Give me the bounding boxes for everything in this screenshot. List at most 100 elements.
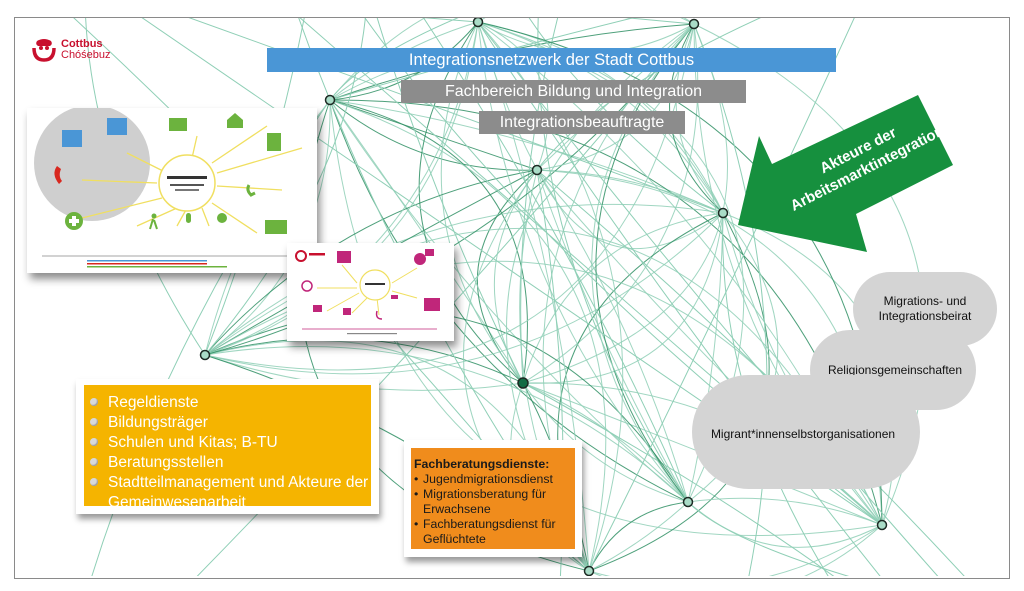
network-edge [329,99,689,503]
network-edge [536,169,724,214]
network-edge [376,18,524,384]
kita-icon [265,220,287,234]
stethoscope-icon [375,310,383,320]
network-node [717,207,729,219]
regeldienste-card: Regeldienste Bildungsträger Schulen und … [76,379,379,514]
network-edge [477,21,939,576]
school-icon [169,118,187,131]
network-edge [329,99,724,214]
network-edge [520,18,559,384]
network-edge [329,18,459,101]
document-thumbnail-integration[interactable] [287,243,454,341]
building-magenta-icon [424,298,440,311]
network-edge [588,501,689,572]
cottbus-smile-logo-icon [32,39,56,62]
house-icon [227,113,243,128]
speech-icon [414,253,426,265]
integration-diagram [295,249,440,335]
graduation-icon [391,295,398,299]
document-thumbnail-misa[interactable] [27,105,317,273]
network-edge [329,99,607,572]
cloud-text: Religionsgemeinschaften [827,363,963,377]
network-edge [693,23,768,576]
network-edge [440,21,524,384]
card-heading: Fachberatungsdienste: [414,457,550,471]
yellow-arrows [81,125,303,234]
list-item: Bildungsträger [90,413,371,433]
list-item: Migrationsberatung für Erwachsene [414,487,575,517]
network-edge [329,99,524,384]
school-magenta-icon [337,251,351,263]
network-edge [204,212,724,375]
network-edge [588,524,883,576]
level3-bar: Integrationsbeauftragte [479,111,685,134]
network-edge [329,99,689,503]
network-edge [204,346,689,503]
network-node [517,377,529,389]
network-node [682,496,694,508]
network-edge [536,18,761,171]
cloud-text-line2: Integrationsbeirat [878,309,972,323]
bullet-icon [90,458,98,466]
network-node [472,18,484,28]
stack-icon [343,308,351,315]
network-edge [329,99,538,171]
fachberatungsdienste-card: Fachberatungsdienste: Jugendmigrationsdi… [404,440,582,557]
network-edge [329,99,528,384]
cottbus-mini-logo-icon [295,250,307,262]
arrow-shape [738,95,953,252]
network-edge [624,18,695,25]
list-item: Stadtteilmanagement und Akteure der Geme… [90,473,371,513]
cloud-text: Migrant*innenselbstorganisationen [710,427,896,441]
walking-person-icon [151,213,157,219]
network-edge [204,18,366,356]
misa-center-circle [158,154,216,212]
bullet-icon [90,398,98,406]
network-edge [418,21,524,384]
bullet-icon [90,418,98,426]
network-node [199,349,211,361]
bullet-icon [90,438,98,446]
cottbus-logo: Cottbus Chóśebuz [31,37,111,63]
subtitle-bar: Fachbereich Bildung und Integration [401,80,746,103]
network-node [583,565,595,576]
building-icon [107,118,127,135]
book-icon [313,305,322,312]
network-edge [588,501,689,572]
network-edge [329,18,635,101]
network-edge [522,382,835,576]
network-edge [687,497,883,526]
list-item: Fachberatungsdienst für Geflüchtete [414,517,575,547]
list-item: Jugendmigrationsdienst [414,472,575,487]
cloud-text-line1: Migrations- und [883,294,967,308]
list-item: Regeldienste [90,393,371,413]
baby-icon [217,213,227,223]
network-edge [477,21,881,576]
network-node [876,519,888,531]
bullet-icon [90,478,98,486]
network-edge [536,169,689,503]
network-edge [588,524,883,576]
network-edge [687,212,724,503]
list-item: Schulen und Kitas; B-TU [90,433,371,453]
network-node [324,94,336,106]
logo-line1: Cottbus [61,38,103,50]
phone-icon [54,166,62,184]
regeldienste-list: Regeldienste Bildungsträger Schulen und … [84,385,371,513]
list-item: Beratungsstellen [90,453,371,473]
network-edge [687,501,850,576]
microphone-icon [186,213,191,223]
title-bar: Integrationsnetzwerk der Stadt Cottbus [267,48,836,72]
cloud-migrantenorganisationen: Migrant*innenselbstorganisationen [692,375,920,489]
network-node [531,164,543,176]
misa-diagram [34,105,303,268]
network-edge [204,169,538,356]
phone-green-icon [246,184,256,197]
building-icon [62,130,82,147]
stopwatch-icon [301,280,313,292]
logo-line2: Chóśebuz [61,49,111,61]
network-node [688,18,700,30]
office-icon [267,133,281,151]
network-edge [204,203,724,356]
